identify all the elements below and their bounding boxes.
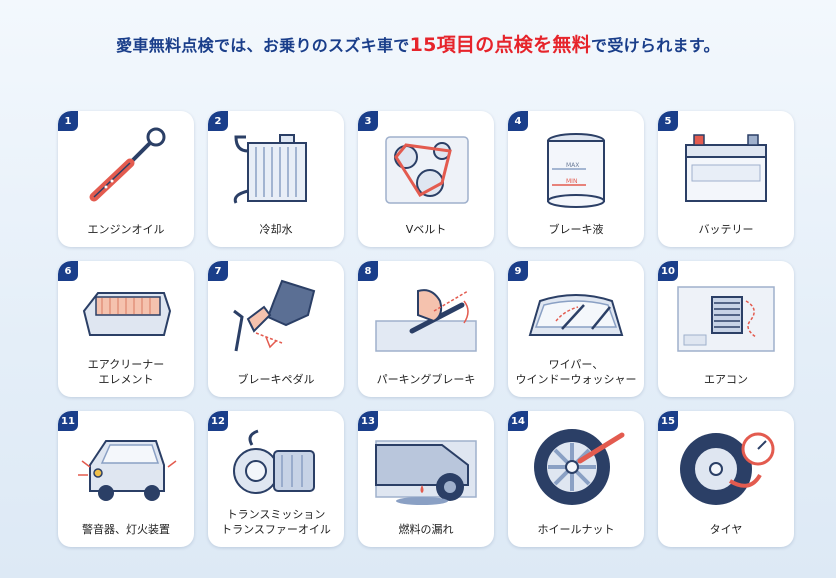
inspection-card-brake-pedal: 7 ブレーキペダル	[208, 261, 344, 397]
inspection-card-air-conditioner: 10 エアコン	[658, 261, 794, 397]
headline-suffix: で受けられます。	[591, 36, 720, 55]
inspection-card-air-cleaner: 6 エアクリーナー エレメント	[58, 261, 194, 397]
item-number-badge: 6	[58, 261, 78, 281]
item-label: トランスミッション トランスファーオイル	[221, 508, 331, 536]
item-label: バッテリー	[698, 223, 754, 236]
item-number-badge: 7	[208, 261, 228, 281]
item-label: ワイパー、 ウインドーウォッシャー	[515, 358, 637, 386]
oil-dipstick-icon	[89, 127, 166, 202]
svg-text:MAX: MAX	[566, 162, 579, 169]
brake-pedal-icon	[233, 279, 316, 352]
wheel-nut-icon	[534, 429, 625, 505]
radiator-icon	[233, 134, 307, 204]
item-number-badge: 13	[358, 411, 378, 431]
inspection-card-v-belt: 3 Vベルト	[358, 111, 494, 247]
tire-gauge-icon	[680, 432, 775, 505]
item-number-badge: 14	[508, 411, 528, 431]
inspection-card-parking-brake: 8 パーキングブレーキ	[358, 261, 494, 397]
inspection-card-tire: 15 タイヤ	[658, 411, 794, 547]
item-number-badge: 2	[208, 111, 228, 131]
item-label: エアコン	[704, 373, 748, 386]
air-conditioner-vent-icon	[677, 286, 775, 352]
item-label: ブレーキペダル	[237, 373, 315, 386]
inspection-card-wiper: 9 ワイパー、 ウインドーウォッシャー	[508, 261, 644, 397]
headline: 愛車無料点検では、お乗りのスズキ車で15項目の点検を無料で受けられます。	[0, 30, 836, 57]
parking-brake-icon	[375, 289, 477, 352]
svg-text:MIN: MIN	[566, 178, 577, 185]
inspection-items-grid: 1 エンジンオイル 2 冷却水 3	[58, 111, 794, 547]
inspection-card-fuel-leak: 13 燃料の漏れ	[358, 411, 494, 547]
fuel-leak-icon	[375, 440, 477, 505]
item-label: ブレーキ液	[548, 223, 604, 236]
item-number-badge: 8	[358, 261, 378, 281]
item-number-badge: 10	[658, 261, 678, 281]
inspection-card-battery: 5 バッテリー	[658, 111, 794, 247]
headline-accent: 15項目の点検を無料	[409, 34, 592, 56]
inspection-card-brake-fluid: 4 MAX MIN ブレーキ液	[508, 111, 644, 247]
inspection-card-coolant: 2 冷却水	[208, 111, 344, 247]
item-number-badge: 3	[358, 111, 378, 131]
item-label: 冷却水	[259, 223, 293, 236]
air-filter-icon	[82, 292, 172, 336]
item-number-badge: 11	[58, 411, 78, 431]
car-horn-lights-icon	[78, 440, 177, 501]
item-label: パーキングブレーキ	[376, 373, 476, 386]
item-label: 燃料の漏れ	[398, 523, 454, 536]
item-label: タイヤ	[709, 523, 743, 536]
item-label: エンジンオイル	[87, 223, 165, 236]
item-number-badge: 9	[508, 261, 528, 281]
battery-icon	[685, 134, 767, 202]
item-number-badge: 12	[208, 411, 228, 431]
v-belt-icon	[385, 136, 469, 204]
item-number-badge: 1	[58, 111, 78, 131]
brake-fluid-reservoir-icon: MAX MIN	[547, 133, 605, 208]
item-label: ホイールナット	[537, 523, 615, 536]
transmission-icon	[233, 429, 315, 494]
inspection-card-wheel-nut: 14 ホイールナット	[508, 411, 644, 547]
item-label: エアクリーナー エレメント	[87, 358, 165, 386]
inspection-card-horn-lights: 11 警音器、灯火装置	[58, 411, 194, 547]
item-label: Vベルト	[405, 223, 447, 236]
item-number-badge: 4	[508, 111, 528, 131]
headline-text: 愛車無料点検では、お乗りのスズキ車で	[116, 36, 410, 55]
item-number-badge: 15	[658, 411, 678, 431]
inspection-card-engine-oil: 1 エンジンオイル	[58, 111, 194, 247]
inspection-card-transmission: 12 トランスミッション トランスファーオイル	[208, 411, 344, 547]
item-label: 警音器、灯火装置	[82, 523, 170, 536]
wiper-icon	[528, 294, 624, 336]
item-number-badge: 5	[658, 111, 678, 131]
